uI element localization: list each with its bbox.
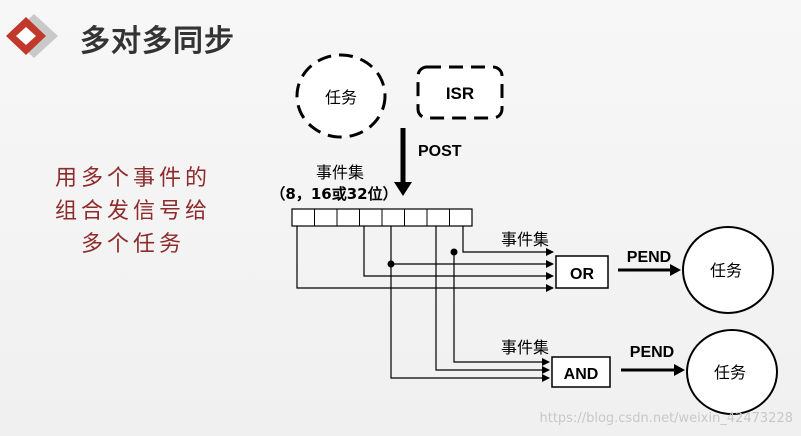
pend-label-and: PEND	[630, 344, 674, 361]
isr-box	[416, 65, 504, 120]
isr-label: ISR	[446, 84, 474, 103]
post-arrow-head	[394, 182, 412, 196]
and-gate-box	[551, 356, 611, 388]
and-connections	[390, 226, 550, 382]
watermark: https://blog.csdn.net/weixin_42473228	[539, 411, 793, 426]
and-gate-label: AND	[564, 366, 599, 383]
task-top-label: 任务	[325, 88, 357, 107]
side-note-line: 用多个事件的	[54, 166, 211, 191]
event-set-label-or: 事件集	[501, 230, 549, 249]
or-gate-box	[555, 255, 609, 289]
side-note-line: 组合发信号给	[54, 199, 211, 224]
task-or-label: 任务	[710, 261, 742, 280]
task-top-circle	[295, 53, 387, 139]
or-gate-label: OR	[570, 266, 594, 283]
event-set-label-and: 事件集	[501, 338, 549, 357]
task-and-label: 任务	[714, 363, 746, 382]
task-and-circle	[686, 329, 778, 415]
post-label: POST	[418, 143, 462, 160]
event-set-label: 事件集	[316, 163, 364, 182]
pend-label-or: PEND	[627, 249, 671, 266]
title-logo-icon	[6, 14, 58, 58]
side-note-line: 多个任务	[80, 232, 185, 257]
side-note: 用多个事件的 组合发信号给 多个任务	[28, 162, 238, 261]
event-set-width-label: （8，16或32位）	[270, 185, 397, 203]
pend-arrow-or-head	[670, 264, 681, 276]
task-or-circle	[682, 226, 774, 314]
event-set-register	[291, 208, 473, 227]
pend-arrow-and-head	[674, 364, 685, 376]
page-title: 多对多同步	[80, 24, 235, 59]
